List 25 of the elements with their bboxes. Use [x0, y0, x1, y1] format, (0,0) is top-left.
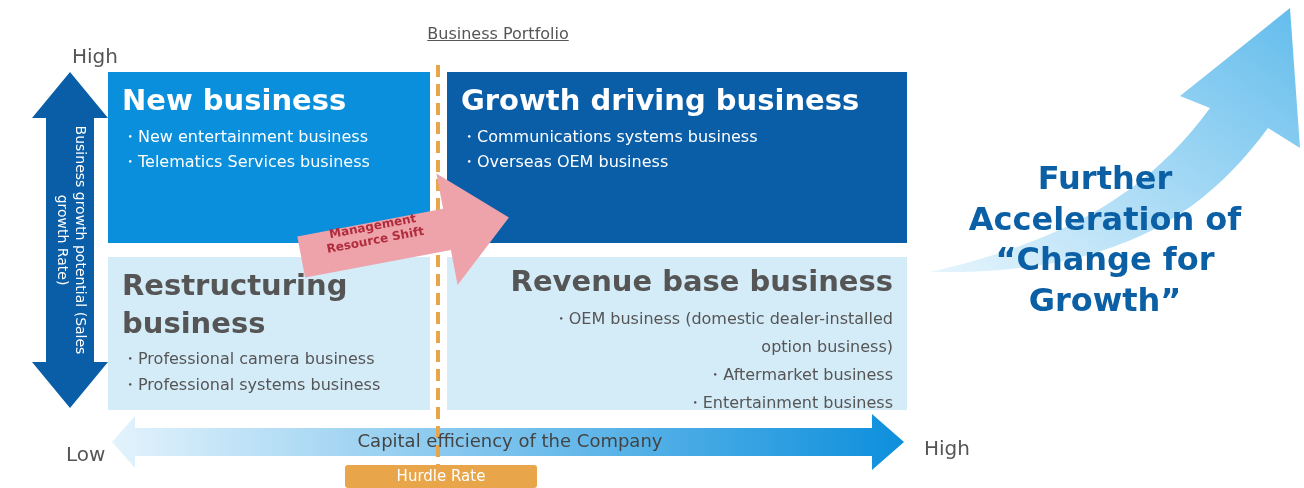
quadrant-title: New business	[122, 82, 348, 119]
bullet-item: ・Professional systems business	[122, 373, 382, 396]
axis-end-label: High	[924, 436, 970, 460]
quadrant-title: Revenue base business	[509, 263, 893, 300]
block-arrow	[297, 173, 509, 285]
bullet-item: ・Telematics Services business	[122, 151, 371, 174]
hurdle-rate-badge: Hurdle Rate	[345, 465, 537, 488]
quadrant-title: Restructuring business	[122, 267, 349, 342]
quadrant-box	[447, 72, 907, 243]
axis-title: Business growth potential (Sales growth Rate)	[53, 125, 90, 355]
diagram-title: Business Portfolio	[427, 24, 569, 43]
quadrant-box	[447, 257, 907, 410]
bullet-item: ・Aftermarket business	[706, 363, 893, 386]
bullet-item: ・New entertainment business	[122, 125, 369, 148]
bullet-item: ・Entertainment business	[685, 391, 893, 414]
bullet-item: ・OEM business (domestic dealer-installed option business)	[551, 307, 893, 358]
quadrant-box	[108, 257, 430, 410]
axis-title: Capital efficiency of the Company	[356, 430, 664, 451]
axis-end-label: Low	[66, 442, 106, 466]
slogan-text: Further Acceleration of “Change for Growth”	[967, 158, 1243, 321]
bullet-item: ・Overseas OEM business	[461, 151, 670, 174]
axis-end-label: High	[72, 44, 118, 68]
bullet-item: ・Communications systems business	[461, 125, 759, 148]
quadrant-title: Growth driving business	[461, 82, 861, 119]
bullet-item: ・Professional camera business	[122, 348, 376, 371]
